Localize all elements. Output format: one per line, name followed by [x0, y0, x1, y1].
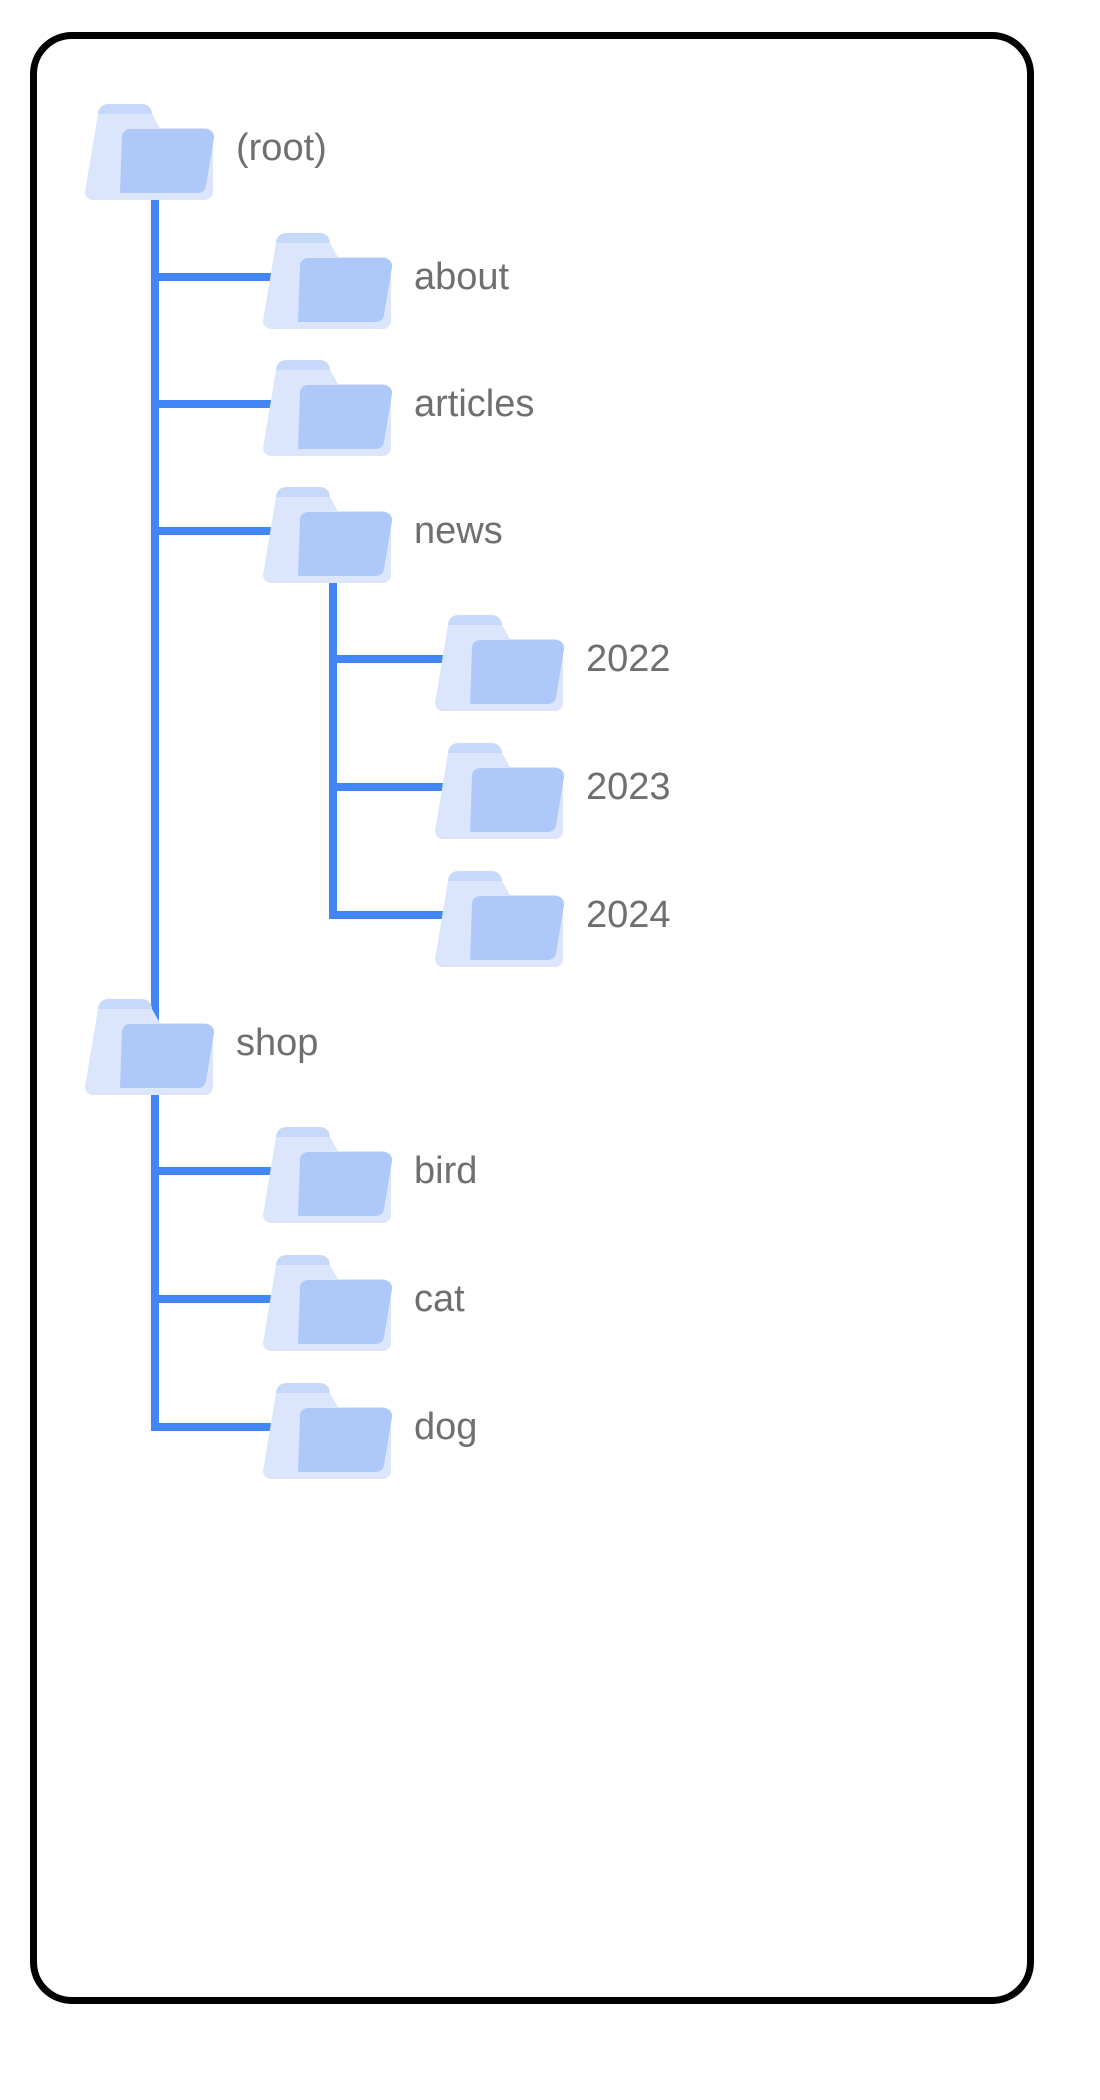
folder-icon[interactable] — [435, 615, 565, 711]
tree-edge — [329, 573, 452, 663]
folder-front-flap — [298, 511, 393, 577]
tree-edge — [329, 573, 452, 919]
node-label: bird — [414, 1150, 477, 1192]
tree-node-about[interactable]: about — [263, 233, 510, 329]
folder-front-flap — [120, 1023, 215, 1089]
tree-edge — [151, 1085, 280, 1175]
tree-node-2024[interactable]: 2024 — [435, 871, 671, 967]
node-label: cat — [414, 1278, 465, 1320]
folder-icon[interactable] — [263, 1383, 393, 1479]
folder-icon[interactable] — [435, 743, 565, 839]
node-label: shop — [236, 1022, 318, 1064]
tree-node-2023[interactable]: 2023 — [435, 743, 671, 839]
node-label: 2022 — [586, 638, 671, 680]
node-label: dog — [414, 1406, 477, 1448]
folder-front-flap — [298, 1407, 393, 1473]
folder-icon[interactable] — [263, 360, 393, 456]
tree-node-dog[interactable]: dog — [263, 1383, 477, 1479]
folder-icon[interactable] — [263, 487, 393, 583]
tree-node-root[interactable]: (root) — [85, 104, 327, 200]
tree-edge — [151, 190, 280, 535]
tree-node-bird[interactable]: bird — [263, 1127, 477, 1223]
folder-front-flap — [298, 384, 393, 450]
folder-front-flap — [470, 639, 565, 705]
tree-node-news[interactable]: news — [263, 487, 503, 583]
folder-front-flap — [470, 767, 565, 833]
node-label: articles — [414, 383, 534, 425]
tree-node-shop[interactable]: shop — [85, 999, 318, 1095]
folder-front-flap — [298, 257, 393, 323]
tree-node-articles[interactable]: articles — [263, 360, 534, 456]
node-label: 2023 — [586, 766, 671, 808]
tree-node-cat[interactable]: cat — [263, 1255, 465, 1351]
tree-nodes: (root) about articles news 2022 2023 2024 shop b… — [85, 104, 671, 1479]
folder-icon[interactable] — [263, 1255, 393, 1351]
node-label: news — [414, 510, 503, 552]
node-label: 2024 — [586, 894, 671, 936]
folder-front-flap — [298, 1279, 393, 1345]
tree-edge — [329, 573, 452, 791]
tree-edge — [151, 1085, 280, 1431]
tree-node-2022[interactable]: 2022 — [435, 615, 671, 711]
folder-icon[interactable] — [263, 1127, 393, 1223]
node-label: (root) — [236, 127, 327, 169]
folder-icon[interactable] — [435, 871, 565, 967]
folder-front-flap — [120, 128, 215, 194]
folder-icon[interactable] — [263, 233, 393, 329]
folder-front-flap — [298, 1151, 393, 1217]
tree-connectors — [102, 190, 452, 1431]
folder-icon[interactable] — [85, 104, 215, 200]
diagram-card-frame — [30, 32, 1034, 2004]
tree-edge — [102, 190, 159, 1047]
node-label: about — [414, 256, 510, 298]
tree-edge — [151, 1085, 280, 1303]
folder-front-flap — [470, 895, 565, 961]
folder-icon[interactable] — [85, 999, 215, 1095]
tree-edge — [151, 190, 280, 281]
tree-edge — [151, 190, 280, 408]
